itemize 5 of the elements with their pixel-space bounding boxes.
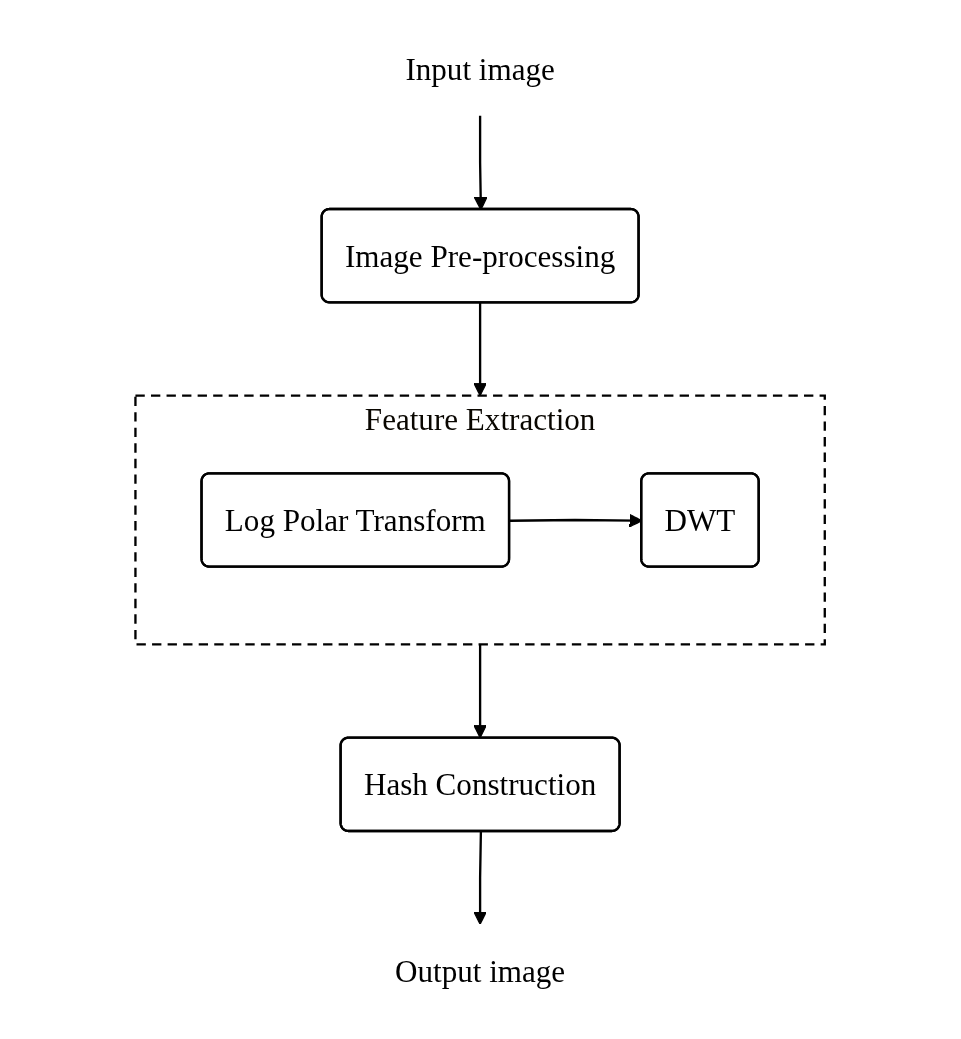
- arrow: [473, 831, 488, 925]
- arrow: [473, 301, 488, 396]
- node-text: Input image: [405, 51, 556, 86]
- arrow: [473, 643, 488, 738]
- node-text: Output image: [395, 953, 566, 988]
